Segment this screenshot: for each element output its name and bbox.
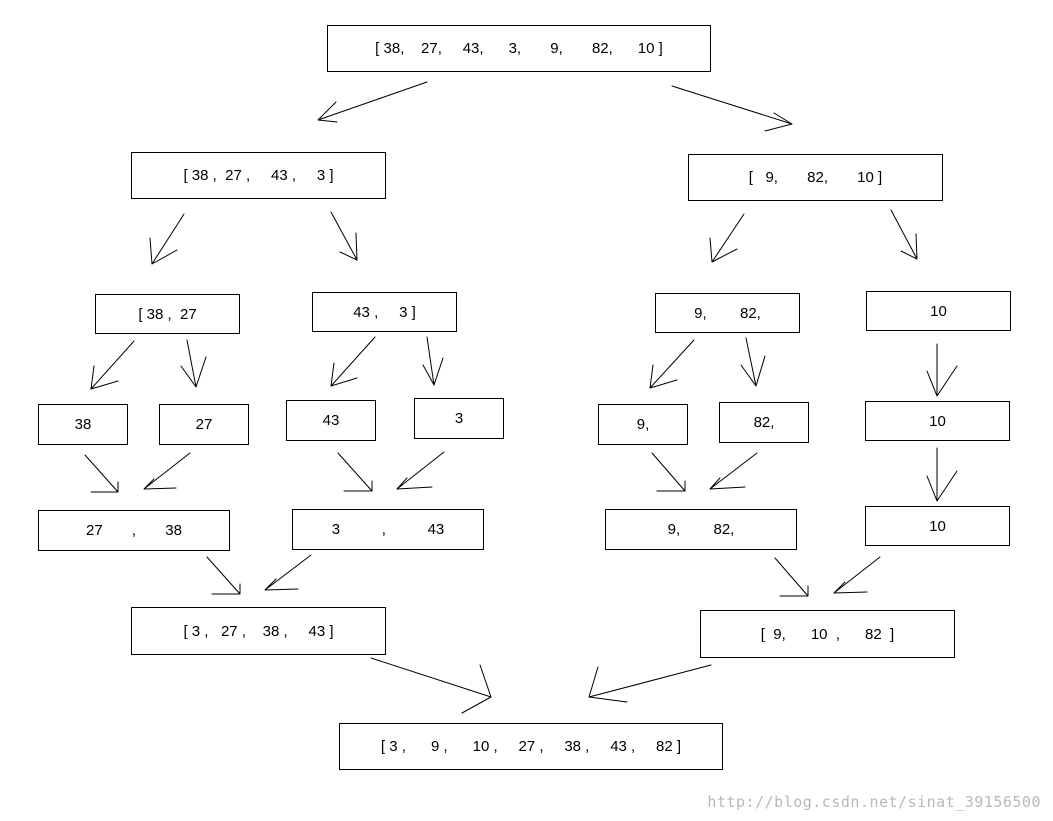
arrow-merge-right-to-result — [588, 664, 712, 703]
root-array-box: [ 38, 27, 43, 3, 9, 82, 10 ] — [327, 25, 711, 72]
left-half-box: [ 38 , 27 , 43 , 3 ] — [131, 152, 386, 199]
right-single-a-box: 10 — [866, 291, 1011, 331]
merge-9-82-box: 9, 82, — [605, 509, 797, 550]
merge-10-box: 10 — [865, 506, 1010, 546]
arrow-merge-left-to-result — [370, 657, 492, 714]
arrow-pair-r-to-9 — [649, 339, 695, 389]
arrow-pair-a-to-27 — [180, 339, 207, 388]
arrow-3-to-merge — [396, 451, 445, 490]
right-pair-a-box: 9, 82, — [655, 293, 800, 333]
arrow-27-38-to-merge-left — [206, 556, 241, 595]
arrow-lefthalf-to-pair-b — [330, 211, 358, 261]
arrow-9-to-merge — [651, 452, 686, 492]
arrow-38-to-merge — [84, 454, 119, 493]
arrow-root-to-right — [671, 85, 793, 132]
arrow-righthalf-to-pair-a — [709, 213, 745, 263]
arrow-pair-a-to-38 — [90, 340, 135, 390]
leaf-9-box: 9, — [598, 404, 688, 445]
arrow-pair-b-to-43 — [330, 336, 376, 387]
arrow-43-to-merge — [337, 452, 373, 492]
watermark-url: http://blog.csdn.net/sinat_39156500 — [707, 793, 1041, 811]
arrow-27-to-merge — [143, 452, 191, 490]
arrow-root-to-left — [317, 81, 428, 123]
arrow-3-43-to-merge-left — [264, 554, 312, 591]
arrow-single-down-1 — [926, 343, 958, 397]
leaf-43-box: 43 — [286, 400, 376, 441]
result-array-box: [ 3 , 9 , 10 , 27 , 38 , 43 , 82 ] — [339, 723, 723, 770]
leaf-38-box: 38 — [38, 404, 128, 445]
arrow-righthalf-to-single — [890, 209, 918, 260]
leaf-27-box: 27 — [159, 404, 249, 445]
leaf-10-box: 10 — [865, 401, 1010, 441]
arrow-pair-r-to-82 — [740, 337, 766, 387]
arrow-82-to-merge — [709, 452, 758, 490]
right-half-box: [ 9, 82, 10 ] — [688, 154, 943, 201]
leaf-3-box: 3 — [414, 398, 504, 439]
arrow-lefthalf-to-pair-a — [149, 213, 185, 265]
leaf-82-box: 82, — [719, 402, 809, 443]
merge-27-38-box: 27 , 38 — [38, 510, 230, 551]
arrow-pair-b-to-3 — [422, 336, 444, 386]
merge-3-43-box: 3 , 43 — [292, 509, 484, 550]
arrow-single-down-2 — [926, 447, 958, 502]
merge-right-box: [ 9, 10 , 82 ] — [700, 610, 955, 658]
merge-left-box: [ 3 , 27 , 38 , 43 ] — [131, 607, 386, 655]
arrow-9-82-to-merge-right — [774, 557, 809, 597]
left-pair-b-box: 43 , 3 ] — [312, 292, 457, 332]
left-pair-a-box: [ 38 , 27 — [95, 294, 240, 334]
arrow-10-to-merge-right — [833, 556, 881, 594]
